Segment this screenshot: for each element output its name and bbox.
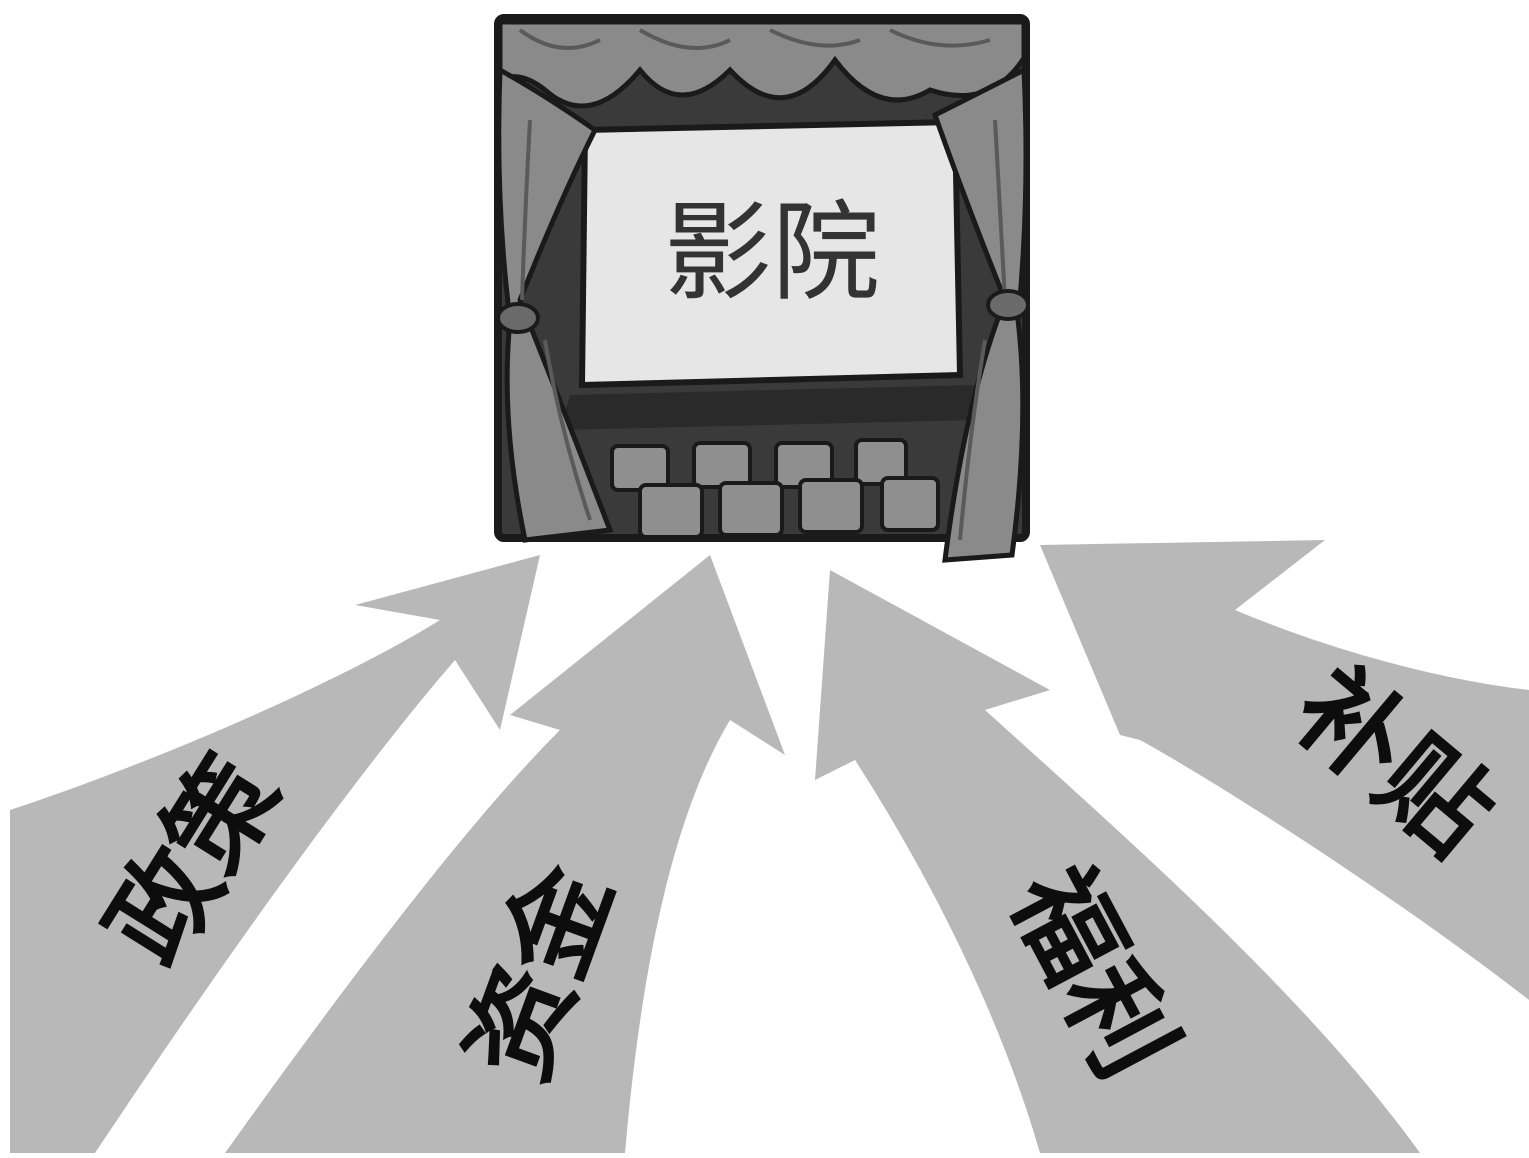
arrow-welfare — [815, 570, 1420, 1153]
screen-title: 影院 — [664, 191, 880, 316]
curtain-tie-left — [496, 302, 540, 334]
arrow-policy — [10, 555, 540, 1153]
curtain-tie-right — [986, 289, 1030, 321]
seats-front-row — [638, 476, 940, 539]
curtain-right — [931, 66, 1029, 563]
cinema-screen — [578, 118, 964, 389]
theater-icon: 影院 — [494, 14, 1030, 563]
stage-floor — [560, 385, 975, 430]
arrow-funds — [225, 555, 785, 1153]
arrow-subsidy — [1040, 540, 1529, 1000]
curtain-valance — [497, 19, 1027, 109]
